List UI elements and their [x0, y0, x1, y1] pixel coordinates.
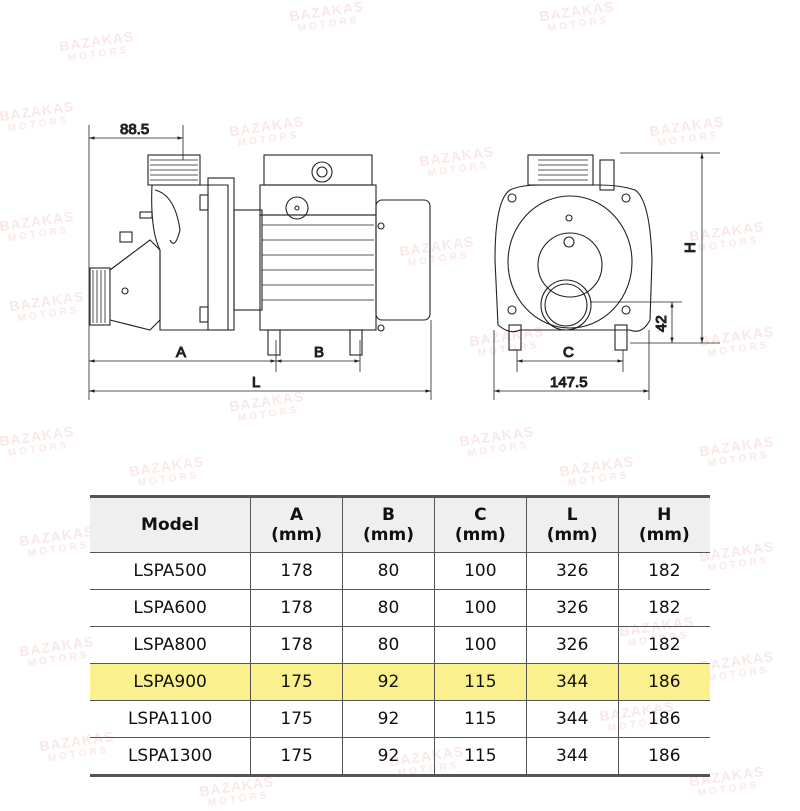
cell-c: 115	[433, 663, 527, 701]
cell-l: 344	[525, 663, 619, 701]
dim-88-5-label: 88.5	[120, 121, 149, 138]
dimensions-table: Model A(mm) B(mm) C(mm) L(mm) H(mm) LSPA…	[90, 495, 710, 777]
dim-147-5-label: 147.5	[550, 374, 588, 391]
cell-a: 175	[250, 700, 344, 738]
cell-c: 100	[433, 626, 527, 664]
cell-a: 175	[250, 663, 344, 701]
cell-b: 80	[342, 552, 435, 590]
header-h: H(mm)	[617, 496, 710, 553]
cell-c: 115	[433, 737, 527, 776]
cell-l: 326	[525, 626, 619, 664]
cell-model: LSPA900	[90, 663, 252, 701]
pump-front-view	[494, 154, 653, 351]
table-header-row: Model A(mm) B(mm) C(mm) L(mm) H(mm)	[90, 496, 710, 553]
dim-b-label: B	[314, 344, 324, 361]
cell-model: LSPA800	[90, 626, 252, 664]
cell-model: LSPA600	[90, 589, 252, 627]
header-model: Model	[90, 496, 252, 553]
cell-b: 92	[342, 737, 435, 776]
header-l: L(mm)	[525, 496, 619, 553]
cell-h: 182	[617, 626, 710, 664]
cell-b: 80	[342, 626, 435, 664]
cell-h: 186	[617, 663, 710, 701]
cell-h: 182	[617, 589, 710, 627]
cell-l: 344	[525, 737, 619, 776]
cell-h: 182	[617, 552, 710, 590]
header-b: B(mm)	[342, 496, 435, 553]
cell-model: LSPA500	[90, 552, 252, 590]
cell-a: 178	[250, 589, 344, 627]
cell-l: 326	[525, 552, 619, 590]
pump-dimension-drawing: 88.5 A B L C 147.5 H 42	[88, 120, 720, 400]
header-a: A(mm)	[250, 496, 344, 553]
cell-b: 80	[342, 589, 435, 627]
front-view-dimensions	[493, 152, 720, 400]
dim-h-label: H	[682, 242, 699, 253]
cell-a: 178	[250, 552, 344, 590]
side-view-dimensions	[88, 125, 432, 400]
cell-l: 344	[525, 700, 619, 738]
cell-c: 100	[433, 589, 527, 627]
cell-c: 115	[433, 700, 527, 738]
dim-a-label: A	[176, 344, 186, 361]
header-c: C(mm)	[433, 496, 527, 553]
cell-a: 178	[250, 626, 344, 664]
cell-model: LSPA1300	[90, 737, 252, 776]
dim-c-label: C	[563, 344, 574, 361]
cell-h: 186	[617, 700, 710, 738]
cell-b: 92	[342, 700, 435, 738]
cell-a: 175	[250, 737, 344, 776]
cell-l: 326	[525, 589, 619, 627]
dim-42-label: 42	[653, 315, 670, 332]
cell-c: 100	[433, 552, 527, 590]
cell-b: 92	[342, 663, 435, 701]
cell-h: 186	[617, 737, 710, 776]
pump-side-view	[89, 154, 431, 356]
cell-model: LSPA1100	[90, 700, 252, 738]
dim-l-label: L	[252, 374, 260, 391]
